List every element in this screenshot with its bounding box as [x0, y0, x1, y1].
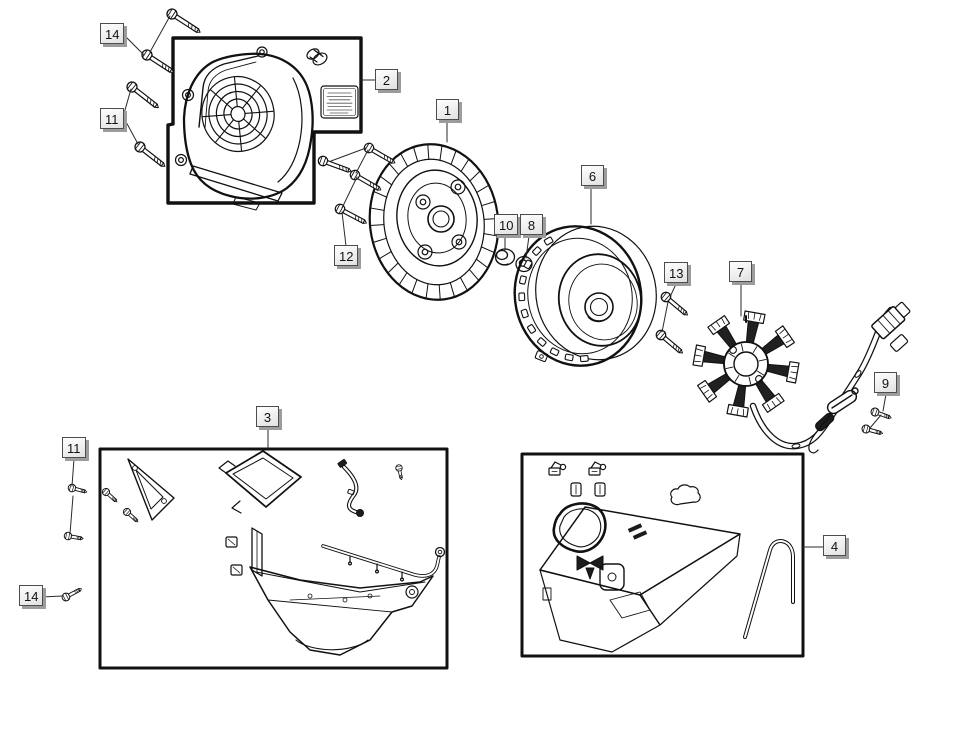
kit-box-4: [520, 452, 805, 658]
screw: [861, 424, 884, 435]
screw: [126, 81, 159, 109]
kit-box-3: [98, 447, 449, 670]
callout-11-bottom[interactable]: 11: [62, 437, 86, 458]
rotor-tab: [534, 350, 549, 363]
stator-wire-harness: [749, 301, 911, 454]
callout-3[interactable]: 3: [256, 406, 279, 427]
screw: [134, 141, 166, 167]
callout-9[interactable]: 9: [874, 372, 897, 393]
callout-14-bottom[interactable]: 14: [19, 585, 44, 606]
screw: [141, 49, 174, 73]
pickup-coil: [808, 387, 859, 454]
screw: [334, 203, 367, 224]
screw: [363, 142, 396, 164]
screw: [122, 507, 139, 523]
square-clip: [570, 482, 606, 497]
u-channel-strip: [743, 539, 795, 639]
wire-clip: [548, 461, 607, 476]
rotor-drawing: [513, 225, 657, 367]
callout-10[interactable]: 10: [494, 214, 519, 235]
callout-8[interactable]: 8: [520, 214, 543, 235]
flywheel-drawing: [368, 143, 500, 301]
bracket-rail: [321, 544, 446, 582]
rubber-plug: [306, 48, 328, 66]
foam-piece: [670, 484, 701, 506]
callout-14-top[interactable]: 14: [100, 23, 125, 44]
callout-6[interactable]: 6: [581, 165, 604, 186]
screw: [67, 483, 88, 494]
leader-lines: [41, 15, 887, 598]
screw: [101, 487, 118, 503]
screw: [63, 531, 84, 541]
belly-bracket: [225, 527, 434, 656]
stator-drawing: [692, 310, 800, 418]
screw: [166, 8, 201, 33]
engine-info-sticker: [320, 85, 359, 119]
curved-hose-piece: [337, 459, 364, 517]
screw: [870, 407, 892, 420]
wire-connector: [871, 301, 911, 352]
callout-1[interactable]: 1: [436, 99, 459, 120]
screw: [655, 329, 683, 354]
fan-cover-drawing: [174, 46, 359, 211]
flywheel-hub: [396, 169, 478, 267]
cover-grille: [201, 75, 275, 153]
triangle-bracket: [127, 458, 175, 521]
callout-13[interactable]: 13: [664, 262, 689, 283]
screw: [61, 588, 82, 602]
grommet-plate: [599, 563, 625, 591]
shroud-panel: [539, 506, 741, 653]
screw: [317, 155, 352, 173]
screw: [660, 291, 688, 316]
callout-12[interactable]: 12: [334, 245, 359, 266]
bowtie-clip: [576, 555, 604, 580]
callout-7[interactable]: 7: [729, 261, 752, 282]
frame-piece: [218, 450, 302, 514]
screw: [395, 464, 403, 481]
seal-gasket-loop: [552, 502, 607, 553]
callout-11-top[interactable]: 11: [100, 108, 124, 129]
cover-mounting-ears: [174, 46, 268, 167]
fan-cover-frame: [166, 36, 363, 205]
callout-4[interactable]: 4: [823, 535, 846, 556]
callout-2[interactable]: 2: [375, 69, 398, 90]
